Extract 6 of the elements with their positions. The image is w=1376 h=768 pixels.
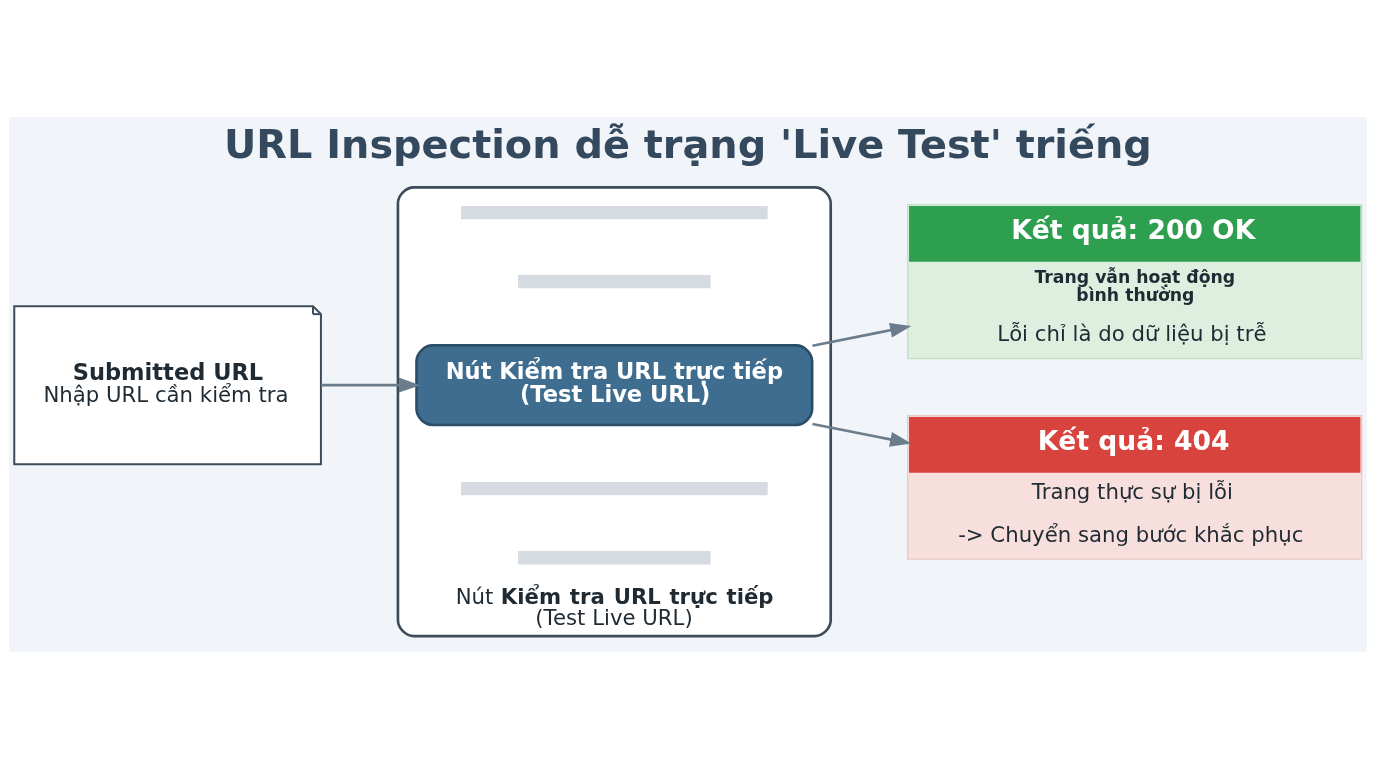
node-box: Nút Kiểm tra URL trực tiếp (Test Live URL)	[415, 343, 814, 426]
diagram-title: URL Inspection dễ trạng 'Live Test' triếng	[224, 120, 1152, 167]
arrow	[812, 422, 912, 447]
node-label: Nút Kiểm tra URL trực tiếp (Test Live URL)	[455, 583, 774, 630]
arrow	[812, 322, 912, 347]
arrow	[321, 377, 421, 393]
